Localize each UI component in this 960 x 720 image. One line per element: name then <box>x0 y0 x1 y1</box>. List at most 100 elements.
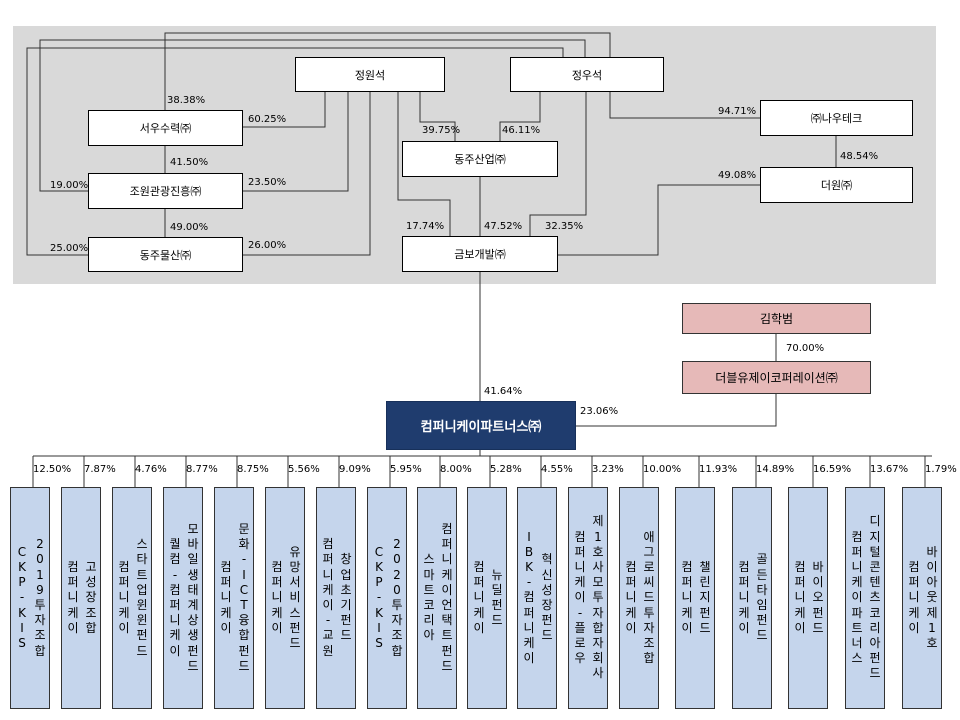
entity-seowoo-suryeok: 서우수력㈜ <box>88 110 243 146</box>
entity-jung-woo-seok: 정우석 <box>510 57 664 92</box>
stake-label: 17.74% <box>406 221 445 232</box>
fund-stake-label: 13.67% <box>870 464 909 475</box>
fund-stake-label: 8.75% <box>237 464 269 475</box>
fund-stake-label: 5.28% <box>490 464 522 475</box>
stake-label: 26.00% <box>248 240 287 251</box>
entity-double-u-jay-corporation: 더블유제이코퍼레이션㈜ <box>682 361 871 394</box>
fund-stake-label: 8.00% <box>440 464 472 475</box>
fund-stake-label: 10.00% <box>643 464 682 475</box>
entity-geumbo-gaebal: 금보개발㈜ <box>402 236 558 272</box>
stake-label: 32.35% <box>545 221 584 232</box>
stake-label: 39.75% <box>422 125 461 136</box>
entity-dongju-saneop: 동주산업㈜ <box>402 141 558 177</box>
stake-label: 60.25% <box>248 114 287 125</box>
fund-stake-label: 12.50% <box>33 464 72 475</box>
entity-jung-won-seok: 정원석 <box>295 57 445 92</box>
stake-label: 46.11% <box>502 125 541 136</box>
entity-dongju-mulsan: 동주물산㈜ <box>88 237 243 272</box>
stake-label: 47.52% <box>484 221 523 232</box>
fund-stake-label: 11.93% <box>699 464 738 475</box>
fund-stake-label: 7.87% <box>84 464 116 475</box>
stake-label: 49.00% <box>170 222 209 233</box>
stake-label: 38.38% <box>167 95 206 106</box>
fund-stake-label: 4.76% <box>135 464 167 475</box>
entity-kim-hak-beom: 김학범 <box>682 303 871 334</box>
entity-jowon-gwangwang: 조원관광진흥㈜ <box>88 173 243 209</box>
fund-stake-label: 9.09% <box>339 464 371 475</box>
stake-label: 23.06% <box>580 406 619 417</box>
fund-stake-label: 3.23% <box>592 464 624 475</box>
fund-stake-label: 4.55% <box>541 464 573 475</box>
fund-stake-label: 5.95% <box>390 464 422 475</box>
fund-stake-label: 1.79% <box>925 464 957 475</box>
stake-label: 48.54% <box>840 151 879 162</box>
stake-label: 94.71% <box>718 106 757 117</box>
entity-nau-tech: ㈜나우테크 <box>760 100 913 136</box>
stake-label: 19.00% <box>50 180 89 191</box>
entity-deowon: 더원㈜ <box>760 167 913 203</box>
fund-stake-label: 16.59% <box>813 464 852 475</box>
fund-stake-label: 5.56% <box>288 464 320 475</box>
stake-label: 41.64% <box>484 386 523 397</box>
stake-label: 23.50% <box>248 177 287 188</box>
stake-label: 41.50% <box>170 157 209 168</box>
stake-label: 25.00% <box>50 243 89 254</box>
fund-stake-label: 14.89% <box>756 464 795 475</box>
entity-company-k-partners: 컴퍼니케이파트너스㈜ <box>386 401 576 450</box>
